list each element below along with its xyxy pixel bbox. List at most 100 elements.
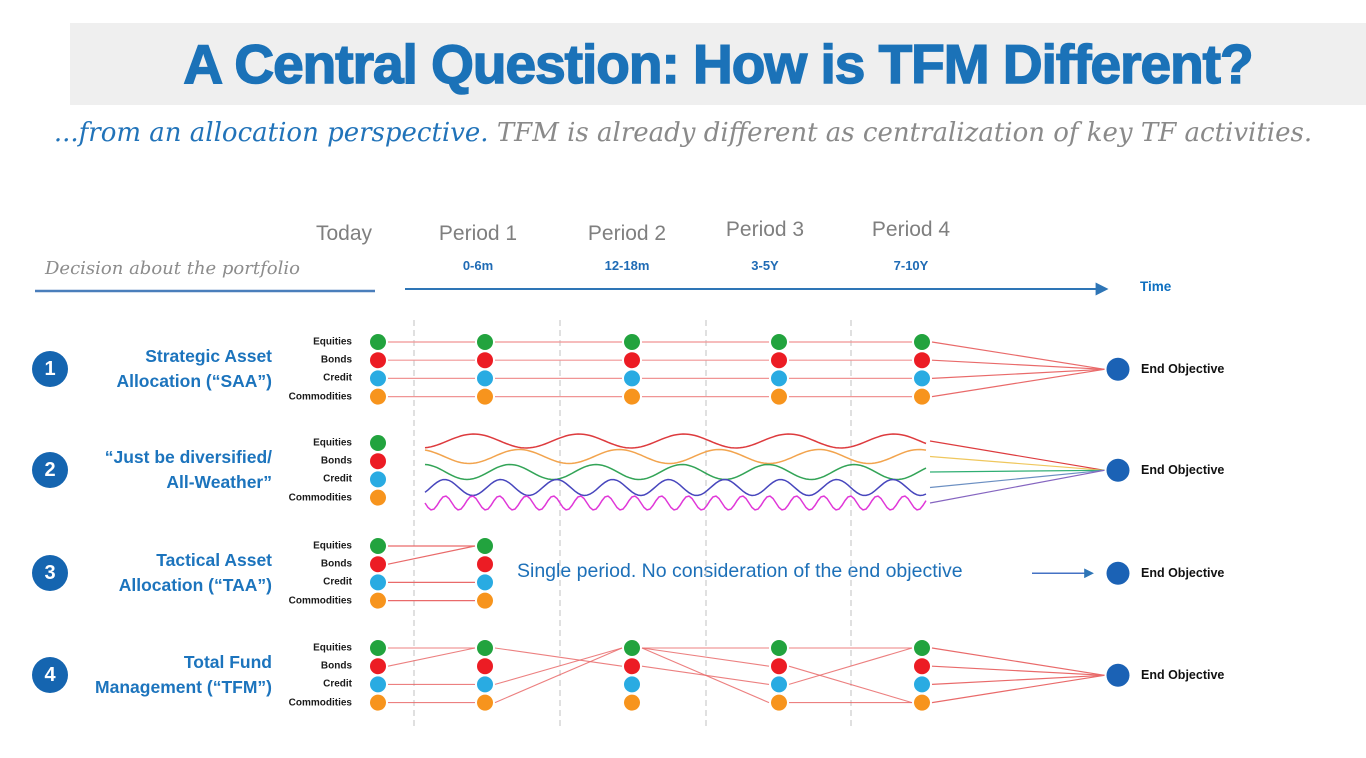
asset-dot-commodities [477,592,493,609]
asset-dot-equities [370,334,386,350]
converge-line [929,469,1105,489]
asset-label-bonds: Bonds [320,354,352,366]
asset-dot-commodities [370,388,386,405]
connection-line [387,647,476,667]
asset-dot-equities [370,435,386,451]
asset-dot-bonds [624,352,640,369]
asset-dot-commodities [771,694,787,711]
asset-dot-commodities [771,388,787,405]
connection-line [494,647,623,685]
asset-dot-bonds [370,352,386,369]
asset-dot-equities [914,334,930,350]
asset-dot-commodities [370,489,386,506]
wave-line [424,478,927,497]
row-label-line: Allocation (“TAA”) [118,575,272,595]
asset-label-credit: Credit [323,678,352,690]
end-objective-dot [1106,561,1130,585]
asset-dot-commodities [914,388,930,405]
asset-dot-credit [370,574,386,591]
asset-dot-credit [370,471,386,488]
row-label-line: All-Weather” [166,472,272,492]
asset-dot-equities [624,640,640,656]
column-header-period-2: Period 2 [587,222,667,245]
column-header-period-4: Period 4 [871,218,951,241]
asset-dot-credit [914,370,930,387]
asset-dot-equities [477,538,493,554]
converge-line [929,469,1105,504]
asset-label-commodities: Commodities [288,697,352,709]
asset-label-bonds: Bonds [320,455,352,467]
converge-line [929,469,1105,473]
row-label-line: Strategic Asset [145,346,272,366]
asset-dot-credit [624,676,640,693]
row-number-1: 1 [32,351,68,387]
asset-label-equities: Equities [313,437,352,449]
column-header-period-1: Period 1 [438,222,518,245]
asset-label-equities: Equities [313,642,352,654]
asset-dot-bonds [771,352,787,369]
connection-line [641,665,770,685]
asset-label-commodities: Commodities [288,595,352,607]
row-label-tfm: Total Fund Management (“TFM”) [27,650,272,700]
converge-line [931,341,1105,370]
asset-dot-equities [771,334,787,350]
asset-dot-equities [477,334,493,350]
row-label-taa: Tactical Asset Allocation (“TAA”) [27,548,272,598]
column-range-period-4: 7-10Y [893,258,929,273]
connection-line [788,647,913,685]
asset-dot-credit [477,676,493,693]
connection-line [387,545,476,565]
converge-line [931,368,1105,379]
asset-label-credit: Credit [323,576,352,588]
asset-dot-commodities [370,694,386,711]
asset-dot-bonds [771,658,787,675]
asset-dot-bonds [370,556,386,573]
asset-label-commodities: Commodities [288,391,352,403]
wave-line [424,433,927,449]
connection-line [641,647,770,667]
asset-dot-credit [477,574,493,591]
converge-line [929,455,1105,471]
row-label-line: Allocation (“SAA”) [116,371,272,391]
asset-dot-equities [370,640,386,656]
asset-dot-equities [914,640,930,656]
column-range-period-2: 12-18m [604,258,650,273]
time-axis-label: Time [1140,279,1172,294]
row-label-line: “Just be diversified/ [104,447,272,467]
converge-line [931,368,1105,398]
asset-dot-commodities [624,388,640,405]
subtitle-rest: TFM is already different as centralizati… [488,118,1313,148]
asset-dot-equities [771,640,787,656]
asset-dot-bonds [370,453,386,470]
end-objective-dot [1106,458,1130,482]
row-label-line: Management (“TFM”) [95,677,272,697]
decision-label: Decision about the portfolio [45,258,300,279]
wave-line [424,463,927,481]
row-number-2: 2 [32,452,68,488]
connection-line [494,647,623,704]
row-label-saa: Strategic Asset Allocation (“SAA”) [27,344,272,394]
asset-dot-bonds [370,658,386,675]
asset-dot-bonds [477,658,493,675]
asset-dot-commodities [477,694,493,711]
row-label-line: Tactical Asset [156,550,272,570]
row-number-3: 3 [32,555,68,591]
asset-dot-credit [771,370,787,387]
end-objective-label-4: End Objective [1141,668,1225,682]
asset-dot-equities [477,640,493,656]
connection-line [494,647,623,667]
column-header-today: Today [315,222,373,245]
column-range-period-1: 0-6m [462,258,494,273]
connection-line [788,665,913,704]
converge-line [931,359,1105,370]
row-label-all-weather: “Just be diversified/ All-Weather” [27,445,272,495]
column-header-period-3: Period 3 [725,218,805,241]
end-objective-label-1: End Objective [1141,362,1225,376]
slide-title: A Central Question: How is TFM Different… [183,32,1255,96]
asset-label-equities: Equities [313,540,352,552]
subtitle-lead: ...from an allocation perspective. [53,118,489,148]
row-number-4: 4 [32,657,68,693]
end-objective-dot [1106,357,1130,381]
